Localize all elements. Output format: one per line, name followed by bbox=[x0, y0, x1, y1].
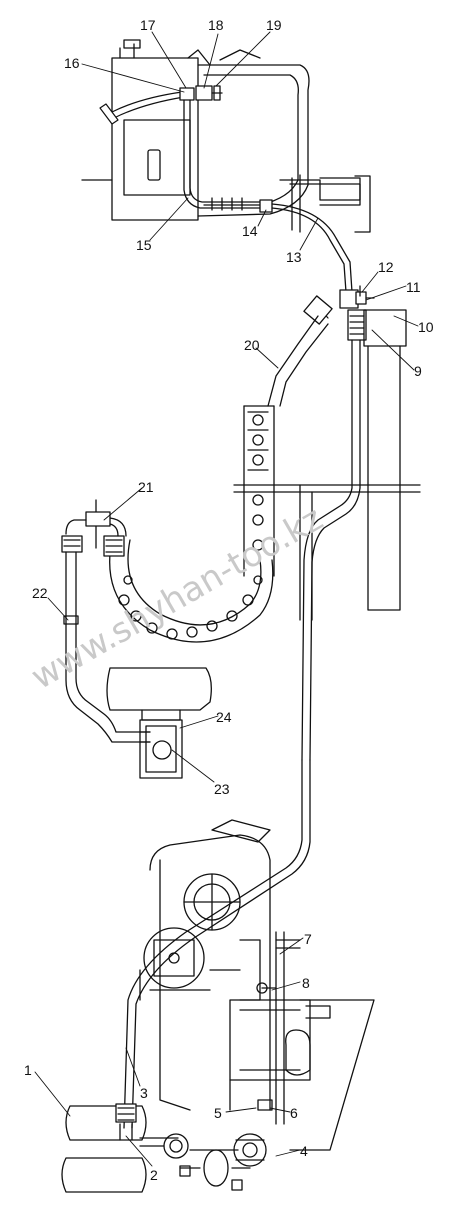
fittings-17-18-19 bbox=[179, 85, 223, 101]
callout-labels: 1 2 3 4 5 6 7 8 9 10 11 12 13 14 15 16 1… bbox=[24, 17, 434, 1183]
callout-2: 2 bbox=[150, 1167, 158, 1183]
callout-20: 20 bbox=[244, 337, 260, 353]
upper-tank-assembly bbox=[81, 39, 371, 233]
lower-assembly bbox=[139, 834, 375, 1191]
callout-22: 22 bbox=[32, 585, 48, 601]
callout-3: 3 bbox=[140, 1085, 148, 1101]
left-wheels bbox=[61, 1105, 179, 1193]
leader-lines bbox=[34, 31, 419, 1167]
hose-loop bbox=[109, 539, 274, 643]
pipe-3 bbox=[123, 759, 311, 1129]
lower-right-frame bbox=[229, 1009, 271, 1111]
callout-1: 1 bbox=[24, 1062, 32, 1078]
fitting-21 bbox=[85, 499, 127, 557]
callout-15: 15 bbox=[136, 237, 152, 253]
callout-14: 14 bbox=[242, 223, 258, 239]
callout-13: 13 bbox=[286, 249, 302, 265]
callout-8: 8 bbox=[302, 975, 310, 991]
callout-12: 12 bbox=[378, 259, 394, 275]
pipe-20 bbox=[267, 295, 361, 761]
callout-7: 7 bbox=[304, 931, 312, 947]
pipe-15 bbox=[183, 99, 261, 211]
callout-23: 23 bbox=[214, 781, 230, 797]
callout-24: 24 bbox=[216, 709, 232, 725]
callout-6: 6 bbox=[290, 1105, 298, 1121]
fittings-9-12 bbox=[339, 285, 407, 347]
component-23-24 bbox=[106, 667, 212, 779]
right-frame bbox=[233, 345, 421, 621]
pipe-22 bbox=[61, 519, 151, 743]
callout-10: 10 bbox=[418, 319, 434, 335]
callout-18: 18 bbox=[208, 17, 224, 33]
bracket-column bbox=[243, 405, 275, 577]
callout-4: 4 bbox=[300, 1143, 308, 1159]
callout-19: 19 bbox=[266, 17, 282, 33]
callout-17: 17 bbox=[140, 17, 156, 33]
callout-11: 11 bbox=[406, 279, 421, 295]
hose-13-14 bbox=[259, 199, 353, 293]
hose-16 bbox=[99, 91, 185, 125]
fitting-2 bbox=[115, 1103, 137, 1141]
callout-21: 21 bbox=[138, 479, 154, 495]
callout-9: 9 bbox=[414, 363, 422, 379]
callout-16: 16 bbox=[64, 55, 80, 71]
callout-5: 5 bbox=[214, 1105, 222, 1121]
